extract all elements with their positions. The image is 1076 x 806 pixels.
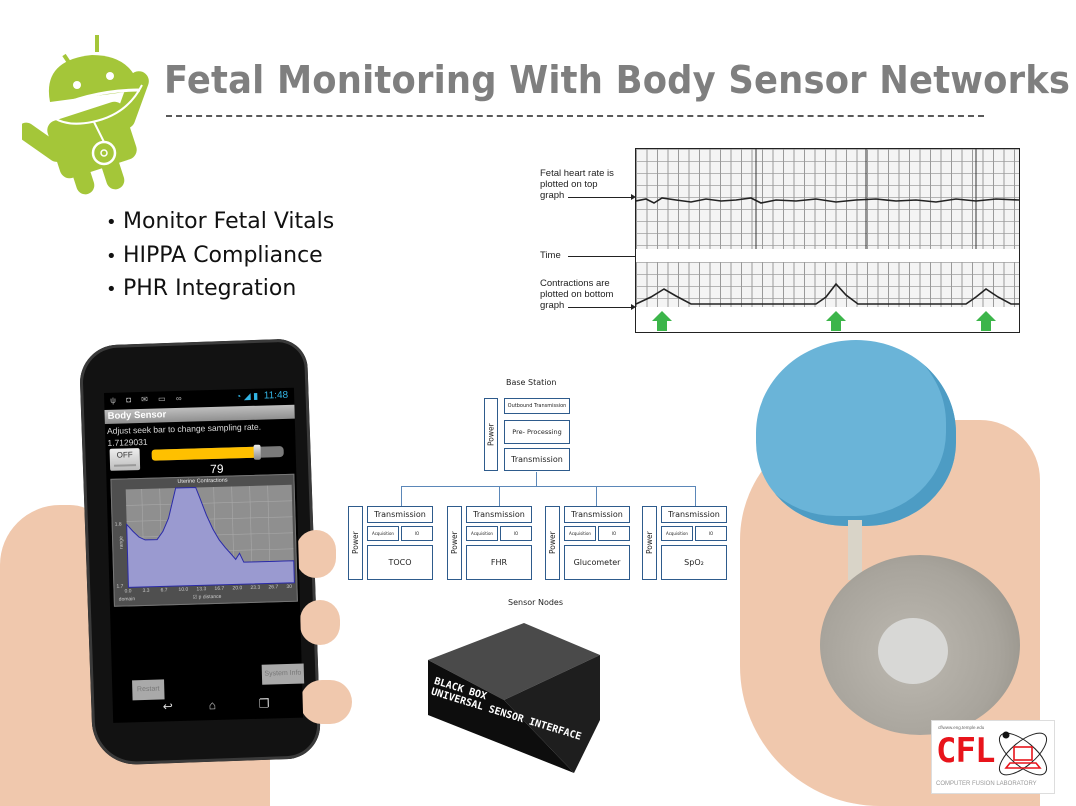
bullet-item: •PHR Integration	[106, 276, 297, 301]
node-acquisition-box: Acquisition	[564, 526, 596, 541]
node-transmission-box: Transmission	[466, 506, 532, 523]
bullet-item: •Monitor Fetal Vitals	[106, 209, 335, 234]
node-transmission-box: Transmission	[564, 506, 630, 523]
uplink-line	[536, 472, 537, 486]
base-power-box: Power	[484, 398, 498, 471]
base-transmission-box: Transmission	[504, 448, 570, 471]
cfl-letters: CFL	[936, 731, 995, 771]
chart-legend: ☑ p distance	[192, 593, 222, 601]
off-toggle-button[interactable]: OFF	[109, 448, 141, 471]
y-axis-label: range	[118, 536, 125, 550]
recent-apps-icon[interactable]: ❐	[258, 696, 270, 711]
node-io-box: IO	[401, 526, 433, 541]
sampling-seek-bar[interactable]	[151, 444, 284, 461]
cfl-url: cflwww.eng.temple.edu	[938, 725, 985, 730]
transducer-center	[878, 618, 948, 684]
notification-icons: ψ ◘ ✉ ▭ ∞	[110, 393, 186, 405]
node-io-box: IO	[500, 526, 532, 541]
contraction-arrow-icons	[652, 311, 996, 331]
node-sensor-box: FHR	[466, 545, 532, 580]
node-power-box: Power	[348, 506, 363, 580]
home-icon[interactable]: ⌂	[208, 697, 217, 713]
transducer-cable	[848, 520, 862, 580]
android-logo	[17, 30, 162, 200]
fhr-arrow	[568, 194, 636, 200]
fhr-label: Fetal heart rate is plotted on top graph	[540, 168, 614, 201]
seek-value: 79	[209, 461, 224, 477]
bus-line	[401, 486, 695, 487]
preprocessing-box: Pre- Processing	[504, 420, 570, 444]
node-transmission-box: Transmission	[367, 506, 433, 523]
status-time: 11:48	[263, 389, 289, 402]
uc-grid	[636, 262, 1019, 307]
node-sensor-box: SpO₂	[661, 545, 727, 580]
seek-fill	[151, 446, 257, 461]
finger	[296, 530, 336, 578]
android-stethoscope-icon	[17, 35, 149, 195]
title-divider	[166, 115, 984, 117]
time-label: Time	[540, 250, 561, 261]
black-box-device	[424, 615, 604, 775]
node-sensor-box: TOCO	[367, 545, 433, 580]
node-acquisition-box: Acquisition	[661, 526, 693, 541]
slide-title: Fetal Monitoring With Body Sensor Networ…	[164, 58, 1071, 102]
contraction-arrow	[568, 304, 636, 310]
black-box-shape	[428, 623, 600, 773]
node-sensor-box: Glucometer	[564, 545, 630, 580]
sensor-nodes-caption: Sensor Nodes	[508, 598, 564, 607]
atom-laptop-icon	[998, 731, 1048, 776]
signal-icon: ◔ ◢ ▮	[235, 390, 259, 402]
bullet-list: •Monitor Fetal Vitals •HIPPA Compliance …	[106, 206, 334, 307]
node-transmission-box: Transmission	[661, 506, 727, 523]
node-io-box: IO	[695, 526, 727, 541]
node-acquisition-box: Acquisition	[367, 526, 399, 541]
seek-thumb[interactable]	[253, 444, 261, 460]
outbound-transmission-box: Outbound Transmission	[504, 398, 570, 414]
time-strip	[636, 249, 1019, 262]
uterine-contractions-chart: Uterine Contractions 1.8 1.7 range 0.0 3…	[110, 473, 298, 607]
cfl-logo: cflwww.eng.temple.edu CFL COMPUTER FUSIO…	[931, 720, 1055, 794]
helper-text: Adjust seek bar to change sampling rate.	[106, 421, 262, 436]
architecture-diagram: Base Station Power Outbound Transmission…	[340, 375, 740, 615]
restart-button[interactable]: Restart	[132, 679, 165, 701]
finger	[300, 680, 352, 724]
node-power-box: Power	[545, 506, 560, 580]
node-acquisition-box: Acquisition	[466, 526, 498, 541]
sampling-readout: 1.7129031	[107, 436, 148, 448]
bullet-item: •HIPPA Compliance	[106, 242, 323, 268]
back-icon[interactable]: ↩	[162, 699, 174, 714]
ctg-strip-image	[635, 148, 1020, 333]
base-station-title: Base Station	[506, 378, 557, 387]
ctg-traces	[636, 149, 1019, 331]
x-axis-label: domain	[118, 596, 136, 603]
chart-plot	[125, 484, 295, 588]
node-power-box: Power	[447, 506, 462, 580]
ctg-annotations: Fetal heart rate is plotted on top graph…	[540, 168, 712, 318]
cfl-subtitle: COMPUTER FUSION LABORATORY	[936, 781, 1037, 787]
node-io-box: IO	[598, 526, 630, 541]
toco-transducer	[756, 340, 956, 526]
node-power-box: Power	[642, 506, 657, 580]
phone-screen: ψ ◘ ✉ ▭ ∞ ◔ ◢ ▮ 11:48 Body Sensor Adjust…	[104, 387, 305, 723]
finger	[300, 600, 340, 645]
contraction-label: Contractions are plotted on bottom graph	[540, 278, 614, 311]
system-info-button[interactable]: System Info	[261, 663, 305, 685]
